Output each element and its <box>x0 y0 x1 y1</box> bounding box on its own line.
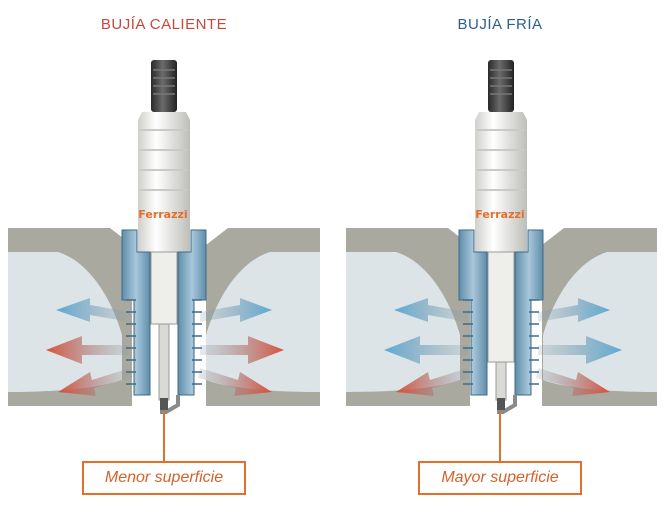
cold-surface-callout: Mayor superficie <box>418 461 582 495</box>
hot-plug-title: BUJÍA CALIENTE <box>100 16 228 33</box>
cold-plug-diagram: Ferrazzi <box>346 60 657 461</box>
hot-arrow-cool-right-1 <box>200 298 272 322</box>
hot-spark-plug: Ferrazzi <box>121 60 207 414</box>
hot-insulator <box>138 112 190 252</box>
cold-arrow-hot-right-1 <box>536 368 610 396</box>
cold-arrow-hot-left-1 <box>396 368 470 396</box>
cold-arrow-cool-left-1 <box>394 298 468 322</box>
cold-surface-label: Mayor superficie <box>441 469 559 486</box>
hot-arrow-hot-right-2 <box>198 368 272 396</box>
hot-arrow-hot-right-1 <box>200 336 284 364</box>
hot-insulator-nose <box>150 251 178 325</box>
cold-arrow-cool-right-1 <box>538 298 610 322</box>
cold-arrow-cool-left-2 <box>384 336 468 364</box>
cold-cylinder-head <box>346 228 657 406</box>
cold-spark-plug: Ferrazzi <box>458 60 544 414</box>
cold-insulator <box>475 112 527 252</box>
hot-heat-arrows <box>46 298 284 396</box>
hot-cylinder-head <box>8 228 320 406</box>
hot-arrow-cool-left-1 <box>56 298 130 322</box>
hot-surface-callout: Menor superficie <box>82 461 246 495</box>
cold-plug-title: BUJÍA FRÍA <box>457 16 543 33</box>
hot-plug-diagram: Ferrazzi <box>8 60 320 461</box>
cold-arrow-cool-right-2 <box>538 336 622 364</box>
cold-heat-arrows <box>384 298 622 396</box>
cold-insulator-nose <box>487 251 515 363</box>
hot-surface-label: Menor superficie <box>104 469 224 486</box>
hot-arrow-hot-left-1 <box>46 336 130 364</box>
hot-arrow-hot-left-2 <box>58 368 132 396</box>
hot-brand-label: Ferrazzi <box>138 208 187 221</box>
cold-brand-label: Ferrazzi <box>475 208 524 221</box>
